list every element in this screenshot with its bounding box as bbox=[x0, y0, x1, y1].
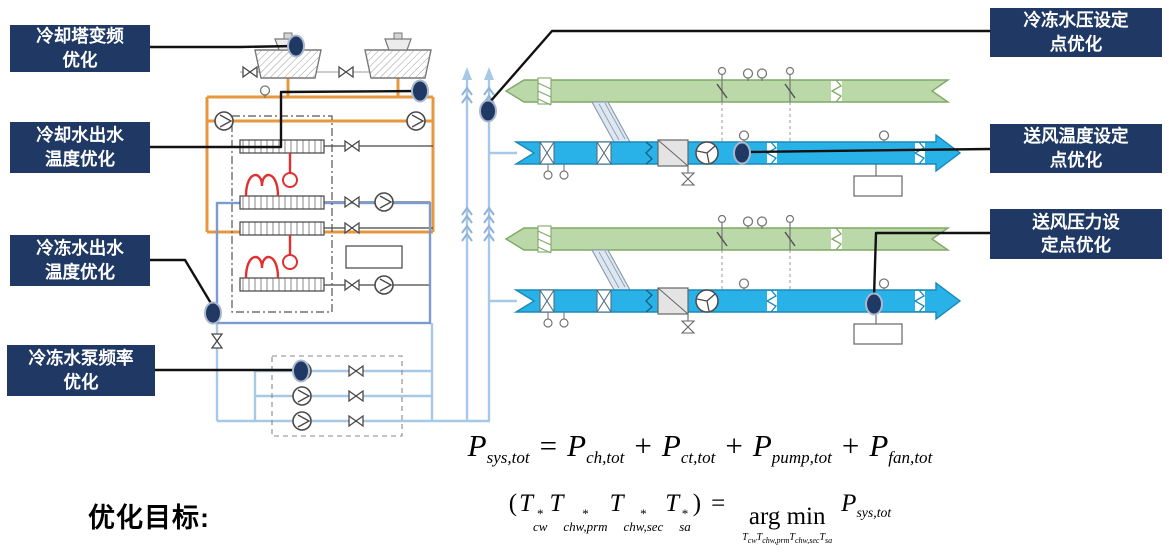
check-valve-icon bbox=[344, 279, 360, 291]
callout-cw-supply-temp: 冷却水出水 温度优化 bbox=[10, 122, 150, 173]
check-valve-icon bbox=[348, 390, 364, 402]
valve-icon bbox=[211, 333, 223, 349]
marker-cooling-tower bbox=[287, 34, 305, 58]
formula-term: T*sa bbox=[665, 490, 691, 535]
marker-chw-pressure bbox=[479, 99, 497, 123]
secondary-pump-enclosure bbox=[271, 355, 403, 437]
check-valve-icon bbox=[344, 140, 360, 152]
callout-sa-temp-setpoint: 送风温度设定 点优化 bbox=[990, 124, 1162, 173]
callout-connectors bbox=[148, 29, 992, 372]
cooling-tower-icon bbox=[364, 32, 432, 79]
check-valve-icon bbox=[348, 365, 364, 377]
optimization-point-markers bbox=[204, 34, 883, 383]
heat-exchanger-icon bbox=[239, 277, 325, 292]
formula-term: T*chw,prm bbox=[549, 490, 608, 535]
formula-term: Psys,tot bbox=[467, 428, 530, 468]
equals-sign: = bbox=[539, 428, 558, 463]
air-handling-unit-top bbox=[506, 68, 960, 197]
marker-chw-pump bbox=[292, 359, 310, 383]
formula-term: T*chw,sec bbox=[609, 490, 664, 535]
heat-exchanger-icon bbox=[239, 195, 325, 210]
formula-term: Pfan,tot bbox=[869, 428, 933, 468]
open-paren: ( bbox=[508, 490, 518, 517]
plus-sign: + bbox=[841, 428, 860, 463]
chiller-branch-piping bbox=[324, 145, 433, 286]
marker-supply-air-temp bbox=[733, 141, 751, 165]
pump-icon bbox=[406, 111, 426, 131]
callout-cooling-tower-vfd: 冷却塔变频 优化 bbox=[10, 25, 150, 72]
check-valve-icon bbox=[348, 415, 364, 427]
plus-sign: + bbox=[725, 428, 743, 463]
equals-sign: = bbox=[711, 490, 726, 517]
callout-chw-supply-temp: 冷冻水出水 温度优化 bbox=[10, 235, 150, 286]
pump-icon bbox=[374, 192, 394, 212]
marker-supply-air-pressure bbox=[865, 292, 883, 316]
marker-chilled-water-supply bbox=[204, 301, 222, 325]
tank bbox=[345, 245, 403, 269]
refrigerant-circuit bbox=[244, 153, 298, 279]
close-paren: ) bbox=[692, 490, 702, 517]
check-valve-icon bbox=[344, 196, 360, 208]
callout-chw-pressure-setpoint: 冷冻水压设定 点优化 bbox=[990, 8, 1162, 57]
formula-term: T*cw bbox=[519, 490, 548, 535]
heat-exchanger-icon bbox=[239, 221, 325, 236]
pump-icon bbox=[292, 386, 312, 406]
plus-sign: + bbox=[634, 428, 652, 463]
air-handling-unit-bottom bbox=[506, 216, 960, 345]
callout-chw-pump-freq: 冷冻水泵频率 优化 bbox=[7, 345, 155, 396]
callout-sa-pressure-setpoint: 送风压力设 定点优化 bbox=[990, 209, 1162, 259]
marker-condenser-water bbox=[411, 79, 429, 103]
pump-icon bbox=[374, 275, 394, 295]
objective-label: 优化目标: bbox=[88, 503, 210, 533]
formula-term: Ppump,tot bbox=[752, 428, 832, 468]
riser-arrow-icon bbox=[484, 67, 494, 80]
formula-term: Psys,tot bbox=[841, 490, 892, 520]
pump-icon bbox=[214, 111, 234, 131]
formula-term: Pch,tot bbox=[567, 428, 625, 468]
pump-icon bbox=[292, 411, 312, 431]
valve-icon bbox=[242, 66, 258, 78]
riser-arrow-icon bbox=[462, 67, 472, 80]
cooling-tower-icon bbox=[254, 32, 322, 79]
formula-total-power: Psys,tot = Pch,tot + Pct,tot + Ppump,tot + Pfan,… bbox=[370, 428, 1030, 468]
formula-term: Pct,tot bbox=[661, 428, 716, 468]
valve-icon bbox=[338, 66, 354, 78]
